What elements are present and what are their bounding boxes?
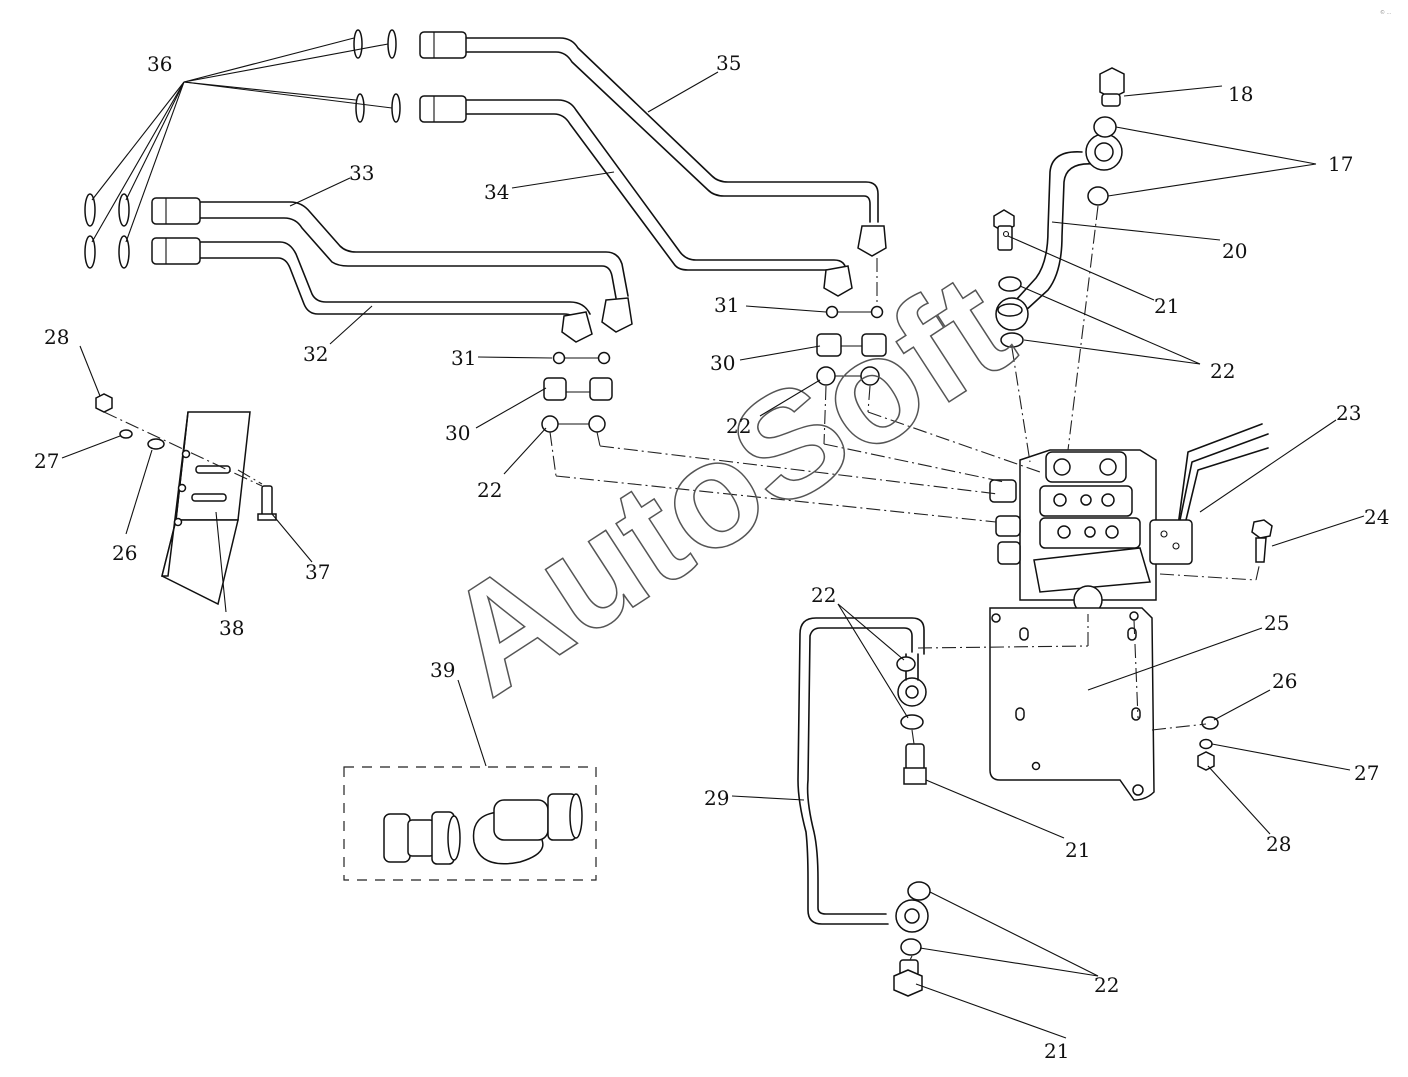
callout-31-left: 31	[451, 346, 476, 370]
callout-26-left: 26	[112, 541, 137, 565]
callout-30-left: 30	[445, 421, 470, 445]
centerline-left-bolt	[103, 411, 263, 487]
callout-38: 38	[219, 616, 244, 640]
callout-24: 24	[1364, 505, 1389, 529]
washers-22-top	[998, 276, 1024, 348]
callout-37: 37	[305, 560, 330, 584]
callout-29: 29	[704, 786, 729, 810]
tube-32	[151, 237, 593, 343]
tube-35	[419, 31, 887, 257]
callout-leaders	[61, 71, 1365, 1039]
callout-21-bottom: 21	[1044, 1039, 1069, 1063]
coupler-39-box	[343, 766, 597, 881]
callout-21-top: 21	[1154, 294, 1179, 318]
callout-22-bottom: 22	[1094, 973, 1119, 997]
callout-28-right: 28	[1266, 832, 1291, 856]
bolt-37	[257, 485, 277, 521]
valve-block-23	[989, 423, 1269, 615]
callout-26-right: 26	[1272, 669, 1297, 693]
callout-labels: 36 35 34 33 32 31 30 22 31 30 22 28 27 2…	[34, 51, 1389, 1063]
plate-25	[989, 607, 1155, 801]
washers-17	[1087, 116, 1117, 206]
tube-33	[151, 197, 633, 333]
callout-20: 20	[1222, 239, 1247, 263]
corner-mark: © ...	[1380, 9, 1392, 16]
callout-39: 39	[430, 658, 455, 682]
callout-22-left: 22	[477, 478, 502, 502]
callout-27-left: 27	[34, 449, 59, 473]
callout-32: 32	[303, 342, 328, 366]
washer-26-left	[147, 438, 165, 450]
callout-33: 33	[349, 161, 374, 185]
pipe-20	[995, 133, 1123, 331]
bracket-38	[161, 411, 251, 606]
callout-27-right: 27	[1354, 761, 1379, 785]
pipe-29	[797, 617, 929, 933]
callout-21-mid: 21	[1065, 838, 1090, 862]
fittings-right-group	[816, 305, 887, 386]
callout-18: 18	[1228, 82, 1253, 106]
callout-30-right: 30	[710, 351, 735, 375]
bolt-18	[1099, 67, 1125, 107]
callout-22-lower: 22	[811, 583, 836, 607]
bolt-21-top	[993, 209, 1015, 251]
callout-25: 25	[1264, 611, 1289, 635]
callout-31-right: 31	[714, 293, 739, 317]
callout-22-top: 22	[1210, 359, 1235, 383]
washers-plate-right	[1197, 716, 1219, 771]
callout-28-left: 28	[44, 325, 69, 349]
assembly-centerlines	[237, 205, 1261, 961]
nut-28-left	[95, 393, 113, 413]
leaders-36	[91, 37, 393, 243]
washers-22-lower	[896, 656, 931, 956]
washer-27-left	[119, 429, 133, 439]
callout-35: 35	[716, 51, 741, 75]
bolt-21-mid	[903, 743, 927, 785]
washers-36	[84, 29, 401, 269]
tube-34	[419, 95, 853, 297]
callout-17: 17	[1328, 152, 1353, 176]
bolt-24	[1251, 519, 1273, 563]
callout-23: 23	[1336, 401, 1361, 425]
callout-22-mid: 22	[726, 414, 751, 438]
callout-34: 34	[484, 180, 509, 204]
bolt-21-bottom	[893, 959, 923, 997]
callout-36: 36	[147, 52, 172, 76]
fittings-left-group	[541, 351, 613, 433]
